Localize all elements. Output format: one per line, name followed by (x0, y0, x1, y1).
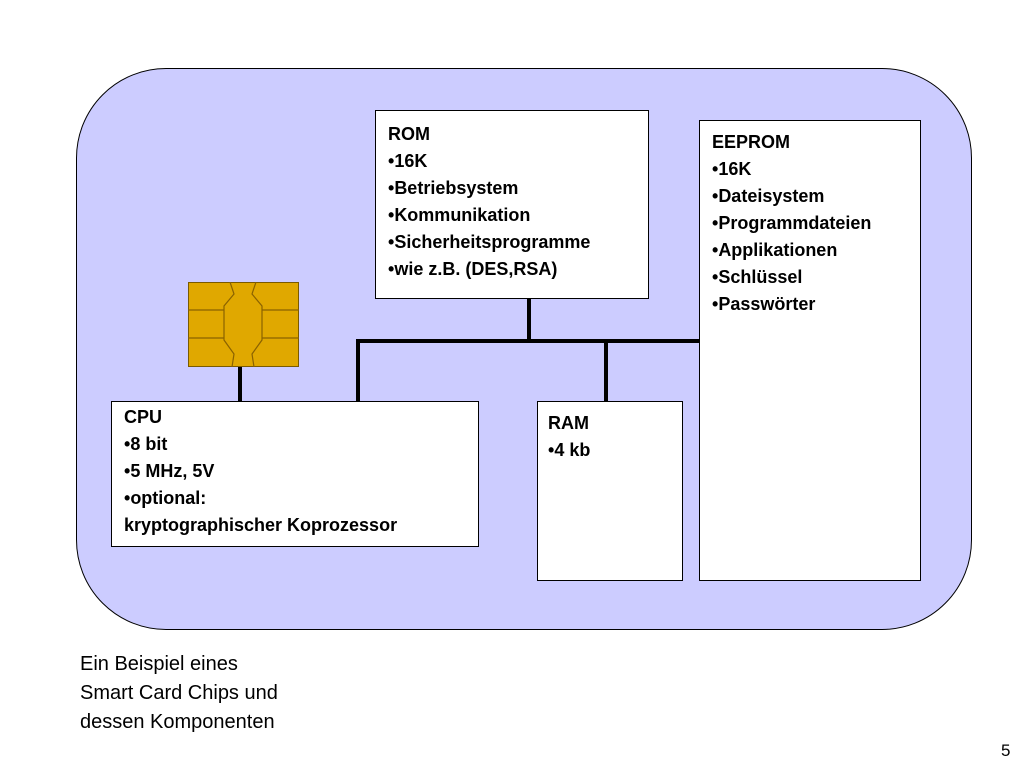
eeprom-item: •16K (712, 159, 752, 179)
rom-title: ROM (388, 124, 430, 144)
rom-item: •16K (388, 151, 428, 171)
eeprom-item: •Dateisystem (712, 186, 825, 206)
caption-line: dessen Komponenten (80, 711, 275, 733)
cpu-box: CPU •8 bit •5 MHz, 5V •optional: kryptog… (111, 401, 479, 547)
caption-line: Ein Beispiel eines (80, 653, 238, 675)
cpu-extra: kryptographischer Koprozessor (124, 515, 398, 535)
rom-box: ROM •16K •Betriebsystem •Kommunikation •… (375, 110, 649, 299)
ram-item: •4 kb (548, 440, 591, 460)
rom-item: •Kommunikation (388, 205, 531, 225)
rom-item: •Betriebsystem (388, 178, 519, 198)
eeprom-item: •Programmdateien (712, 213, 872, 233)
eeprom-box: EEPROM •16K •Dateisystem •Programmdateie… (699, 120, 921, 581)
rom-item: •wie z.B. (DES,RSA) (388, 259, 558, 279)
cpu-item: •5 MHz, 5V (124, 461, 215, 481)
cpu-title: CPU (124, 407, 163, 427)
ram-box: RAM •4 kb (537, 401, 683, 581)
cpu-item: •optional: (124, 488, 207, 508)
cpu-item: •8 bit (124, 434, 168, 454)
caption-line: Smart Card Chips und (80, 682, 278, 704)
eeprom-item: •Passwörter (712, 294, 816, 314)
eeprom-item: •Applikationen (712, 240, 838, 260)
caption: Ein Beispiel eines Smart Card Chips und … (80, 650, 278, 737)
eeprom-item: •Schlüssel (712, 267, 803, 287)
rom-item: •Sicherheitsprogramme (388, 232, 591, 252)
chip-contact-icon (188, 282, 299, 367)
ram-title: RAM (548, 413, 589, 433)
eeprom-title: EEPROM (712, 132, 791, 152)
page-number: 5 (1001, 741, 1011, 760)
